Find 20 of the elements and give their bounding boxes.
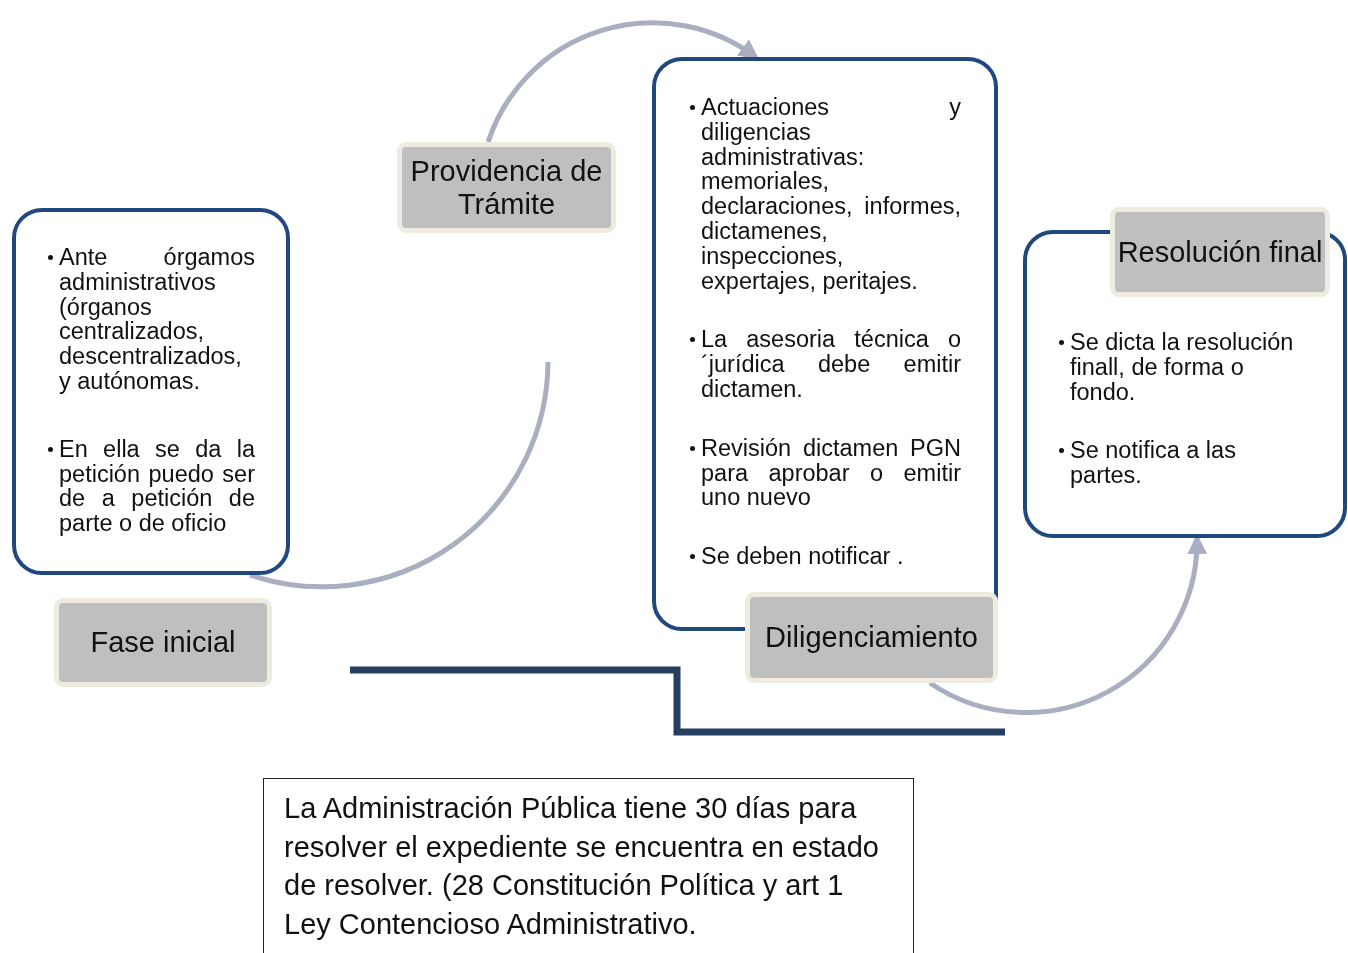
- bullet-text: Ante órgamos administrativos (órganos centralizados, descentralizados, y autónomas.: [59, 245, 255, 394]
- bullet-text: Revisión dictamen PGN para aprobar o emitir uno nuevo: [701, 435, 961, 511]
- bullet-text: Se deben notificar .: [701, 544, 905, 569]
- bullet-text: Se notifica a las partes.: [1070, 438, 1237, 488]
- curved-arrow: [485, 20, 760, 143]
- bullet-text: La asesoria técnica o´jurídica debe emitir dictamen.: [701, 327, 961, 402]
- phase-label: [397, 142, 616, 233]
- phase-title: Fase inicial: [90, 626, 236, 659]
- phase-label: [54, 598, 272, 687]
- phase-label: [745, 592, 998, 683]
- phase-card: [12, 208, 290, 575]
- phase-title: Diligenciamiento: [765, 621, 978, 654]
- phase-title: Providencia de Trámite: [409, 154, 604, 221]
- phase-title: Resolución final: [1117, 235, 1323, 269]
- note-box: [263, 778, 914, 953]
- phase-label: [1110, 207, 1330, 297]
- note-text: La Administración Pública tiene 30 días para resolver el expediente se encuentra en estado de resolver. (28 Constitución Política y art 1 Ley Contencioso Administrativo.: [284, 791, 880, 942]
- bullet-text: Se dicta la resolución finall, de forma o fondo.: [1070, 330, 1295, 405]
- bullet-text: En ella se da la petición puedo ser de a petición de parte o de oficio: [59, 436, 255, 536]
- bullet-text: Actuaciones y diligencias administrativas: memoriales, declaraciones, informes, dictamenes, inspecciones, expertajes, peritajes.: [701, 95, 961, 294]
